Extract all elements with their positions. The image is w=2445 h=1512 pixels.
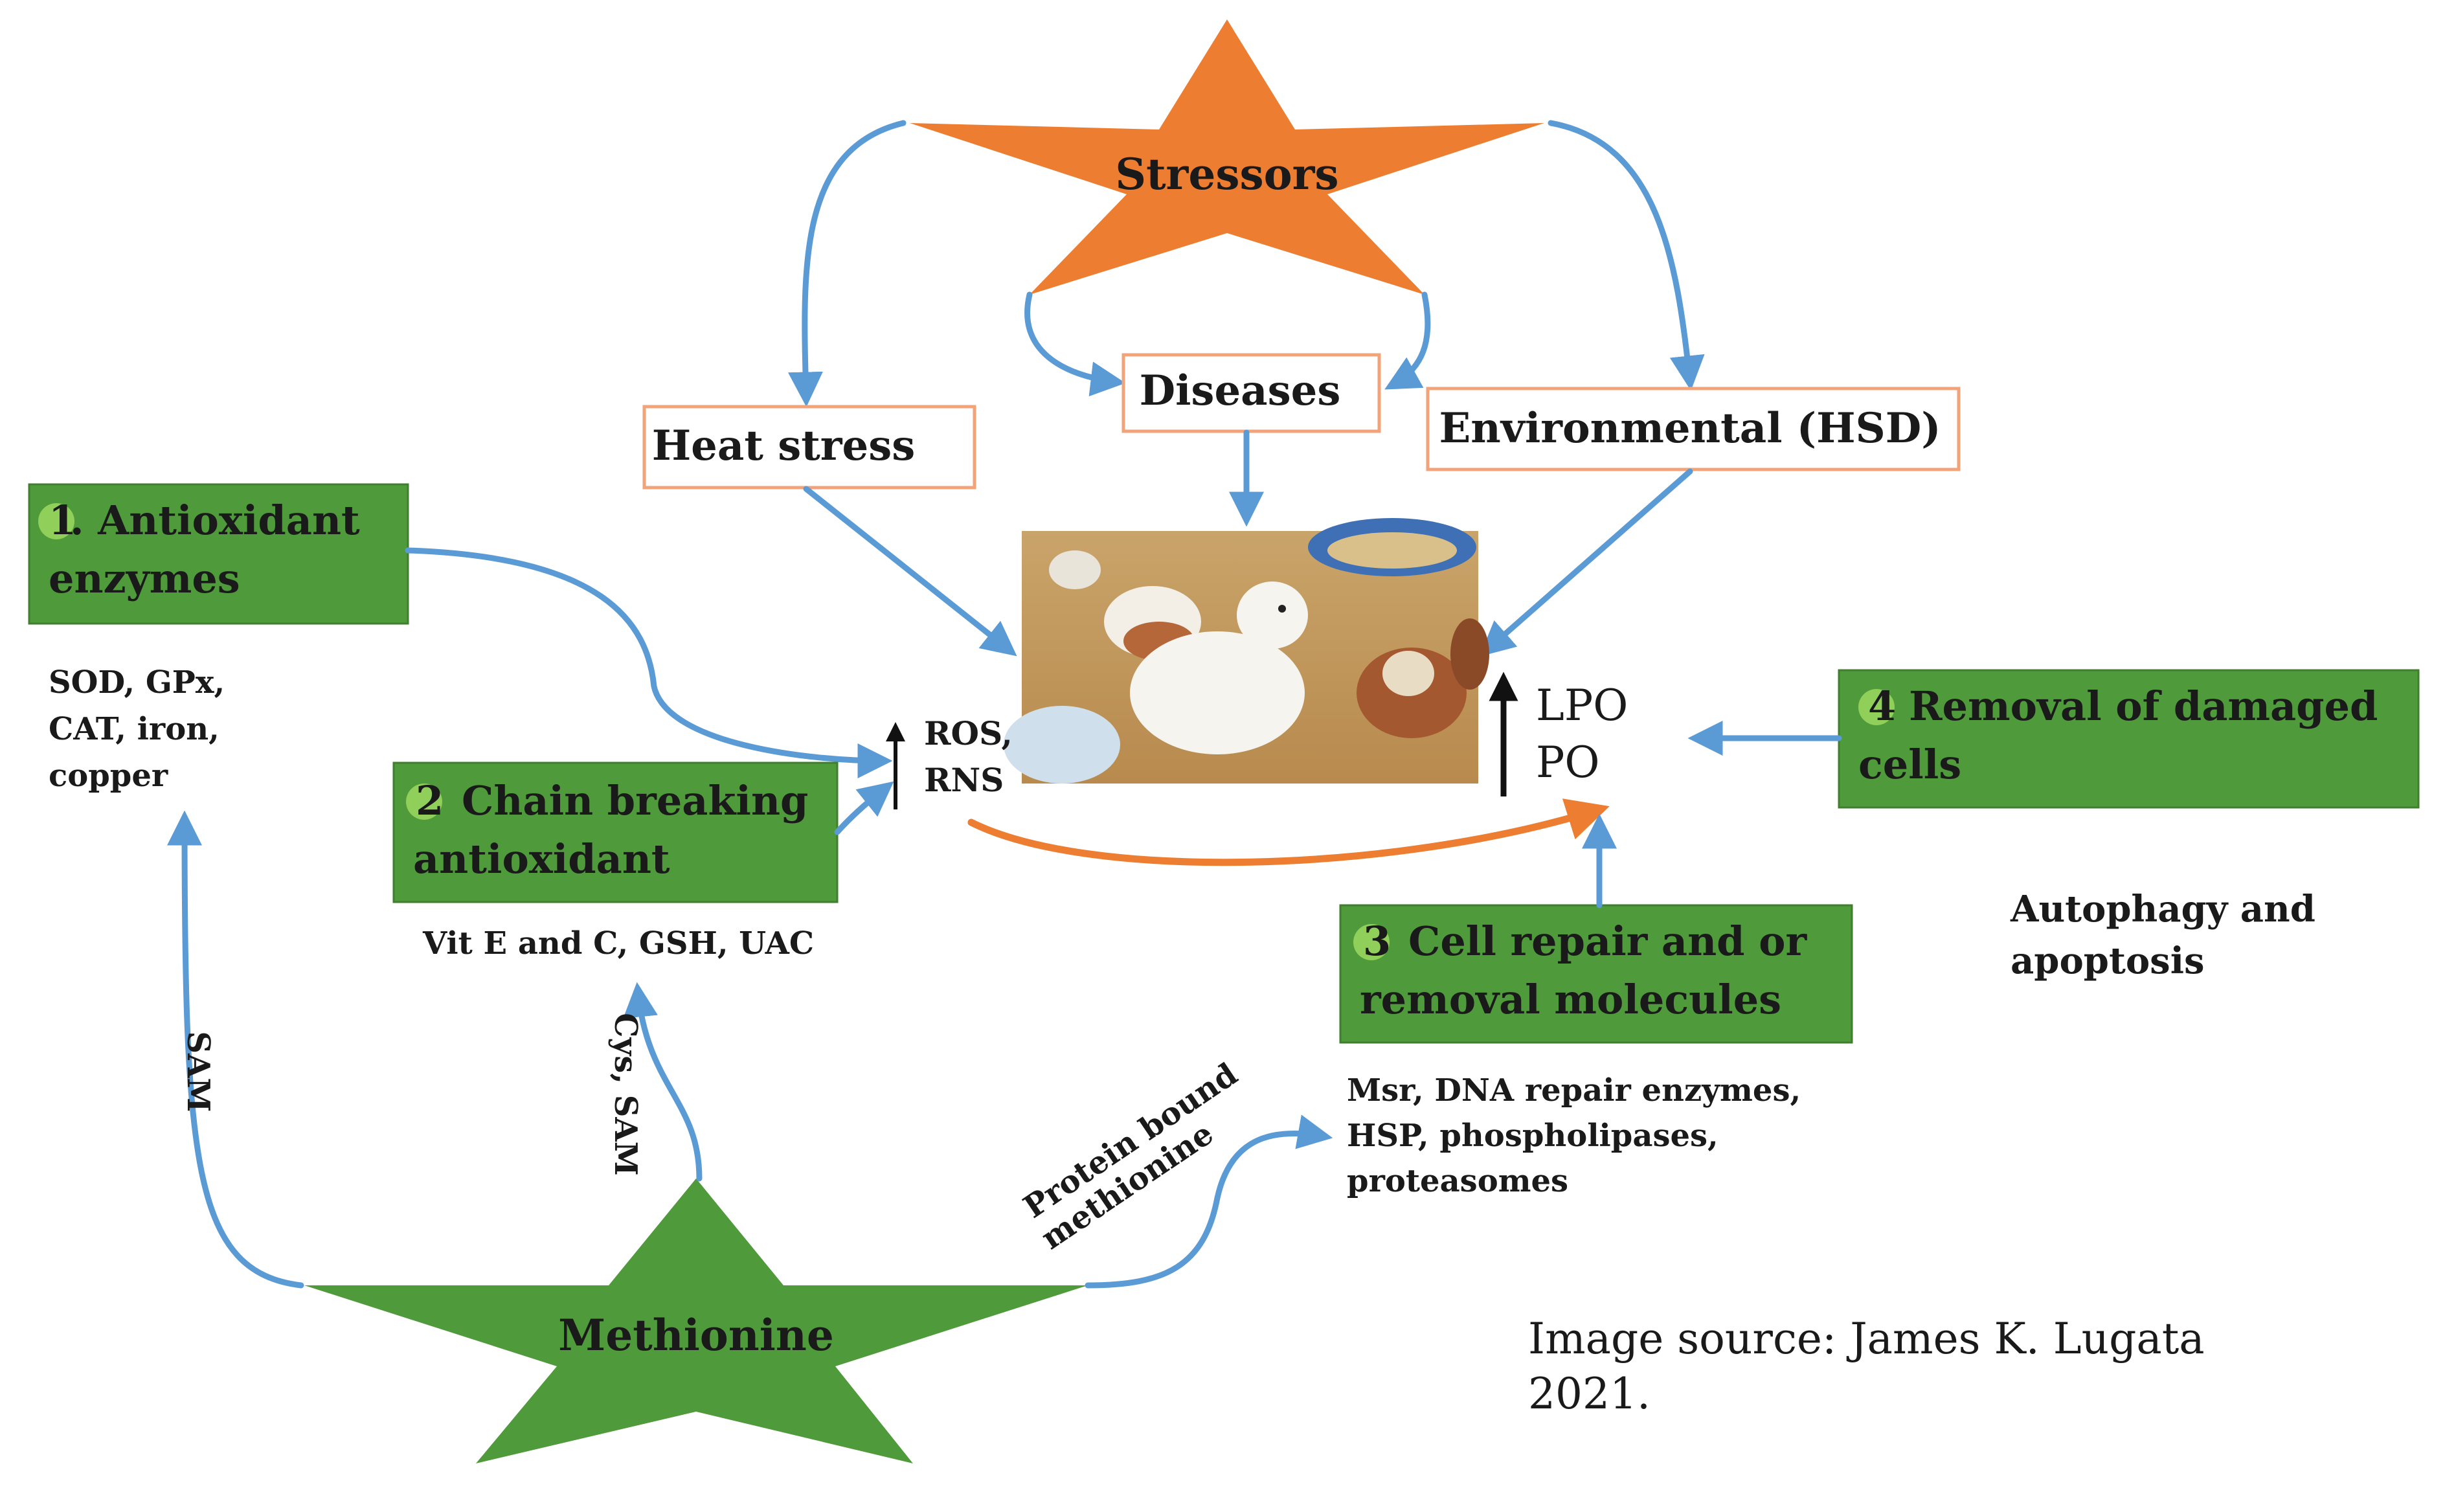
lpo-label: LPO [1536,681,1628,730]
image-source-line2: 2021. [1528,1369,1651,1419]
image-source-line1: Image source: James K. Lugata [1528,1314,2205,1364]
box-removal-damaged-cells: 4 Removal of damaged cells [1838,669,2420,809]
edge-label-cys-sam: Cys, SAM [607,1013,644,1176]
box1-detail-2: CAT, iron, [49,711,220,747]
orange-arrow-ros-to-lpo [967,798,1610,866]
edge-label-sam: SAM [180,1031,216,1112]
box4-detail-1: Autophagy and [2010,888,2315,931]
arrow-heat-to-photo [803,486,1017,657]
arrow-box2-to-ros [834,781,894,835]
heat-stress-label: Heat stress [652,422,916,470]
box-antioxidant-enzymes: 1 . Antioxidant enzymes [28,483,409,625]
box-cell-repair: 3 Cell repair and or removal molecules [1339,904,1853,1044]
box1-detail-3: copper [49,758,168,794]
arrow-stressors-to-diseases-left [1024,291,1126,397]
rns-label: RNS [924,761,1004,799]
environmental-box: Environmental (HSD) [1426,387,1961,471]
box2-line1: Chain breaking [462,777,808,824]
box1-detail-1: SOD, GPx, [49,664,225,701]
box4-line1: Removal of damaged [1909,683,2378,730]
box3-detail-1: Msr, DNA repair enzymes, [1347,1072,1801,1109]
methionine-star: Methionine [304,1179,1088,1463]
box2-detail-1: Vit E and C, GSH, UAC [422,925,814,962]
environmental-label: Environmental (HSD) [1439,404,1941,453]
box3-line1: Cell repair and or [1408,918,1807,965]
box4-number: 4 [1868,683,1896,730]
po-label: PO [1536,738,1600,787]
box3-detail-3: proteasomes [1347,1163,1568,1199]
arrow-methionine-to-box2 [623,982,703,1182]
box1-line1: . Antioxidant [70,497,360,544]
box4-detail-2: apoptosis [2011,940,2205,982]
arrow-stressors-to-heat [787,120,907,407]
diseases-box: Diseases [1121,353,1381,433]
heat-stress-box: Heat stress [642,405,976,490]
arrow-stressors-to-diseases-right [1384,291,1431,390]
box1-number: 1 [49,497,76,544]
stressors-star: Stressors [910,19,1544,295]
box3-detail-2: HSP, phospholipases, [1347,1118,1718,1154]
box4-line2: cells [1858,741,1961,788]
box2-line2: antioxidant [413,835,670,883]
arrow-stressors-to-environmental [1548,120,1705,391]
methionine-label: Methionine [558,1310,834,1360]
ros-label: ROS, [924,714,1013,752]
box3-number: 3 [1363,918,1391,965]
box2-number: 2 [416,777,444,824]
chicken-photo [1004,518,1489,784]
diseases-label: Diseases [1140,367,1341,415]
box1-line2: enzymes [49,555,240,602]
arrow-methionine-to-box1 [167,810,304,1289]
arrow-environmental-to-photo [1479,468,1693,657]
box-chain-breaking: 2 Chain breaking antioxidant [392,762,839,903]
box3-line2: removal molecules [1360,976,1781,1023]
stressors-label: Stressors [1115,149,1338,199]
arrow-methionine-to-box3 [1085,1114,1333,1289]
arrow-box1-to-ros [405,547,893,778]
